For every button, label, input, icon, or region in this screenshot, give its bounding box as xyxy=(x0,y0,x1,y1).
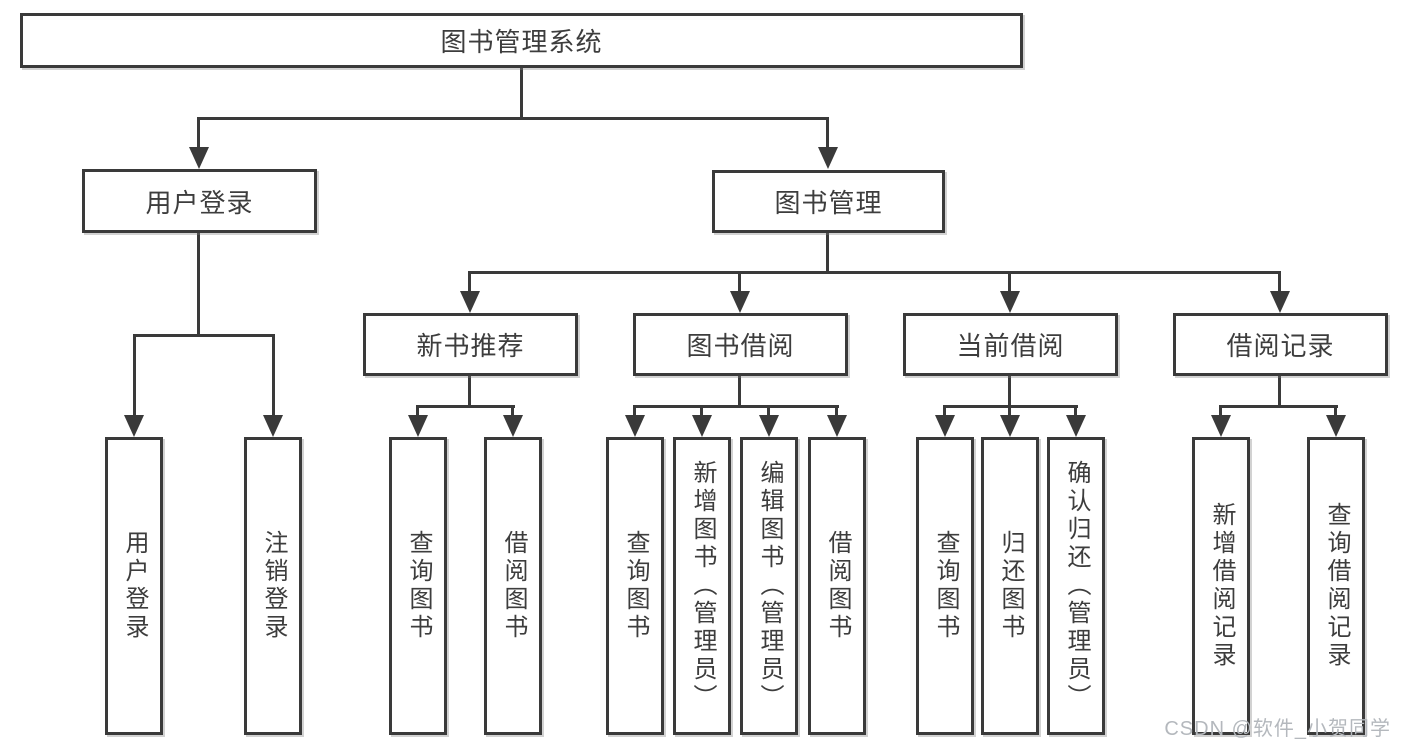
arrow-down-icon xyxy=(1000,291,1020,313)
arrow-down-icon xyxy=(935,415,955,437)
node-label: 确认归还（管理员） xyxy=(1063,460,1090,712)
connector-line xyxy=(416,405,515,408)
connector-line xyxy=(1219,405,1338,408)
arrow-down-icon xyxy=(1000,415,1020,437)
connector-line xyxy=(468,376,471,408)
node-add-book-admin: 新增图书（管理员） xyxy=(673,437,731,735)
arrow-down-icon xyxy=(1326,415,1346,437)
node-label: 查询借阅记录 xyxy=(1323,502,1350,670)
arrow-down-icon xyxy=(692,415,712,437)
node-borrow-records: 借阅记录 xyxy=(1173,313,1388,376)
node-label: 注销登录 xyxy=(260,530,287,642)
connector-line xyxy=(520,66,523,120)
arrow-down-icon xyxy=(759,415,779,437)
node-user-login-leaf: 用户登录 xyxy=(105,437,163,735)
connector-line xyxy=(943,405,946,418)
node-library-management-system: 图书管理系统 xyxy=(20,13,1023,68)
connector-line xyxy=(633,405,839,408)
node-query-books-recommend: 查询图书 xyxy=(389,437,447,735)
arrow-down-icon xyxy=(625,415,645,437)
node-new-book-recommend: 新书推荐 xyxy=(363,313,578,376)
connector-line xyxy=(197,117,200,151)
arrow-down-icon xyxy=(503,415,523,437)
connector-line xyxy=(1278,271,1281,295)
node-book-borrow: 图书借阅 xyxy=(633,313,848,376)
node-label: 新增图书（管理员） xyxy=(689,460,716,712)
connector-line xyxy=(1008,271,1011,295)
connector-line xyxy=(1334,405,1337,418)
arrow-down-icon xyxy=(408,415,428,437)
node-logout: 注销登录 xyxy=(244,437,302,735)
connector-line xyxy=(835,405,838,418)
node-label: 编辑图书（管理员） xyxy=(756,460,783,712)
connector-line xyxy=(511,405,514,418)
arrow-down-icon xyxy=(1270,291,1290,313)
connector-line xyxy=(767,405,770,418)
arrow-down-icon xyxy=(1211,415,1231,437)
arrow-down-icon xyxy=(818,147,838,169)
node-label: 查询图书 xyxy=(932,530,959,642)
node-return-books: 归还图书 xyxy=(981,437,1039,735)
node-label: 借阅图书 xyxy=(824,530,851,642)
connector-line xyxy=(272,334,275,418)
connector-line xyxy=(133,334,136,418)
connector-line xyxy=(700,405,703,418)
node-borrow-books: 借阅图书 xyxy=(808,437,866,735)
node-query-borrow-record: 查询借阅记录 xyxy=(1307,437,1365,735)
connector-line xyxy=(826,117,829,151)
connector-line xyxy=(738,271,741,295)
node-label: 归还图书 xyxy=(997,530,1024,642)
connector-line xyxy=(1008,376,1011,408)
node-query-books-current: 查询图书 xyxy=(916,437,974,735)
node-borrow-books-recommend: 借阅图书 xyxy=(484,437,542,735)
node-book-management: 图书管理 xyxy=(712,170,945,233)
arrow-down-icon xyxy=(730,291,750,313)
node-query-books-borrow: 查询图书 xyxy=(606,437,664,735)
arrow-down-icon xyxy=(189,147,209,169)
connector-line xyxy=(633,405,636,418)
connector-line xyxy=(1008,405,1011,418)
node-label: 用户登录 xyxy=(121,530,148,642)
connector-line xyxy=(1278,376,1281,408)
node-label: 查询图书 xyxy=(405,530,432,642)
connector-line xyxy=(826,232,829,273)
arrow-down-icon xyxy=(1066,415,1086,437)
arrow-down-icon xyxy=(124,415,144,437)
csdn-watermark: CSDN @软件_小贺同学 xyxy=(1164,718,1391,740)
connector-line xyxy=(416,405,419,418)
arrow-down-icon xyxy=(460,291,480,313)
connector-line xyxy=(468,271,471,295)
node-label: 借阅图书 xyxy=(500,530,527,642)
node-current-borrow: 当前借阅 xyxy=(903,313,1118,376)
arrow-down-icon xyxy=(263,415,283,437)
node-confirm-return-admin: 确认归还（管理员） xyxy=(1047,437,1105,735)
node-label: 新增借阅记录 xyxy=(1208,502,1235,670)
connector-line xyxy=(197,117,829,120)
connector-line xyxy=(1219,405,1222,418)
connector-line xyxy=(738,376,741,408)
connector-line xyxy=(468,271,1281,274)
node-label: 查询图书 xyxy=(622,530,649,642)
node-add-borrow-record: 新增借阅记录 xyxy=(1192,437,1250,735)
connector-line xyxy=(1074,405,1077,418)
arrow-down-icon xyxy=(827,415,847,437)
connector-line xyxy=(197,232,200,336)
node-edit-book-admin: 编辑图书（管理员） xyxy=(740,437,798,735)
connector-line xyxy=(133,334,275,337)
node-user-login: 用户登录 xyxy=(82,169,317,233)
